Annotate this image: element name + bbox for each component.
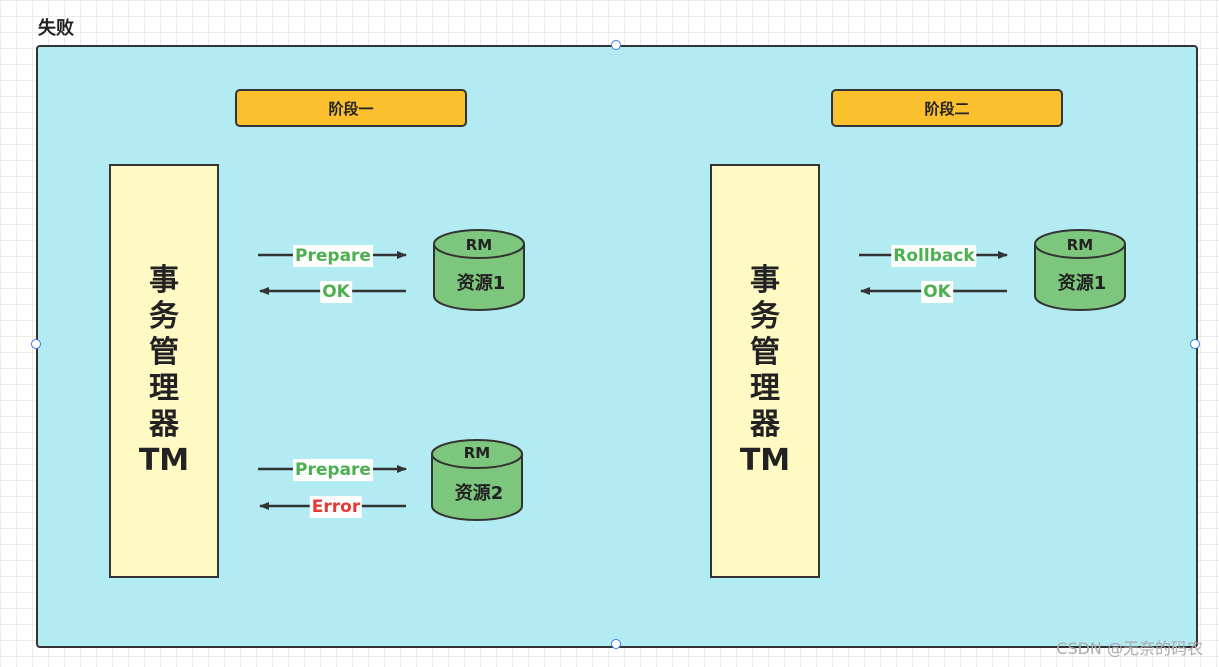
selection-handle-top[interactable]	[611, 40, 621, 50]
label-prepare-top: Prepare	[293, 245, 373, 267]
selection-handle-bottom[interactable]	[611, 639, 621, 649]
resource1-name-phase1: 资源1	[456, 273, 506, 294]
rm-label-resource1-phase1: RM	[465, 236, 493, 254]
resource2-name-phase1: 资源2	[454, 483, 504, 504]
rm-label-resource2-phase1: RM	[463, 444, 491, 462]
label-prepare-bottom: Prepare	[293, 459, 373, 481]
label-ok-top: OK	[320, 281, 352, 303]
label-rollback: Rollback	[891, 245, 977, 267]
tm-label-phase1: 事 务 管 理 器 TM	[138, 263, 190, 478]
database-resource1-phase2	[1034, 229, 1126, 311]
label-error-bottom: Error	[309, 496, 363, 518]
watermark: CSDN @无奈的码农	[1056, 639, 1203, 658]
label-ok-phase2: OK	[921, 281, 953, 303]
tm-label-phase2: 事 务 管 理 器 TM	[739, 263, 791, 478]
selection-handle-left[interactable]	[31, 339, 41, 349]
stage-two-header: 阶段二	[831, 89, 1063, 127]
rm-label-resource1-phase2: RM	[1066, 236, 1094, 254]
database-resource1-phase1	[433, 229, 525, 311]
database-resource2-phase1	[431, 439, 523, 521]
resource1-name-phase2: 资源1	[1057, 273, 1107, 294]
diagram-title: 失败	[38, 18, 74, 39]
stage-one-header: 阶段一	[235, 89, 467, 127]
transaction-manager-phase1: 事 务 管 理 器 TM	[109, 164, 219, 578]
selection-handle-right[interactable]	[1190, 339, 1200, 349]
transaction-manager-phase2: 事 务 管 理 器 TM	[710, 164, 820, 578]
